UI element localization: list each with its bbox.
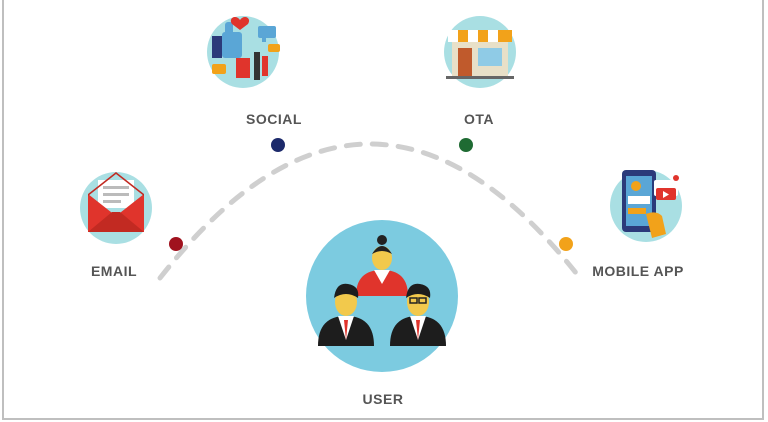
mobile-dot: [559, 237, 573, 251]
social-icon: [207, 16, 280, 88]
ota-dot: [459, 138, 473, 152]
user-label: USER: [362, 391, 404, 407]
email-dot: [169, 237, 183, 251]
social-dot: [271, 138, 285, 152]
shop-icon: [444, 16, 516, 88]
mobile-app-label: MOBILE APP: [592, 263, 684, 279]
ota-label: OTA: [463, 111, 495, 127]
social-label: SOCIAL: [246, 111, 302, 127]
mobile-phone-icon: [610, 170, 682, 242]
connection-arc: [157, 141, 583, 281]
envelope-icon: [80, 172, 152, 244]
email-label: EMAIL: [90, 263, 138, 279]
users-group-icon: [306, 220, 458, 372]
